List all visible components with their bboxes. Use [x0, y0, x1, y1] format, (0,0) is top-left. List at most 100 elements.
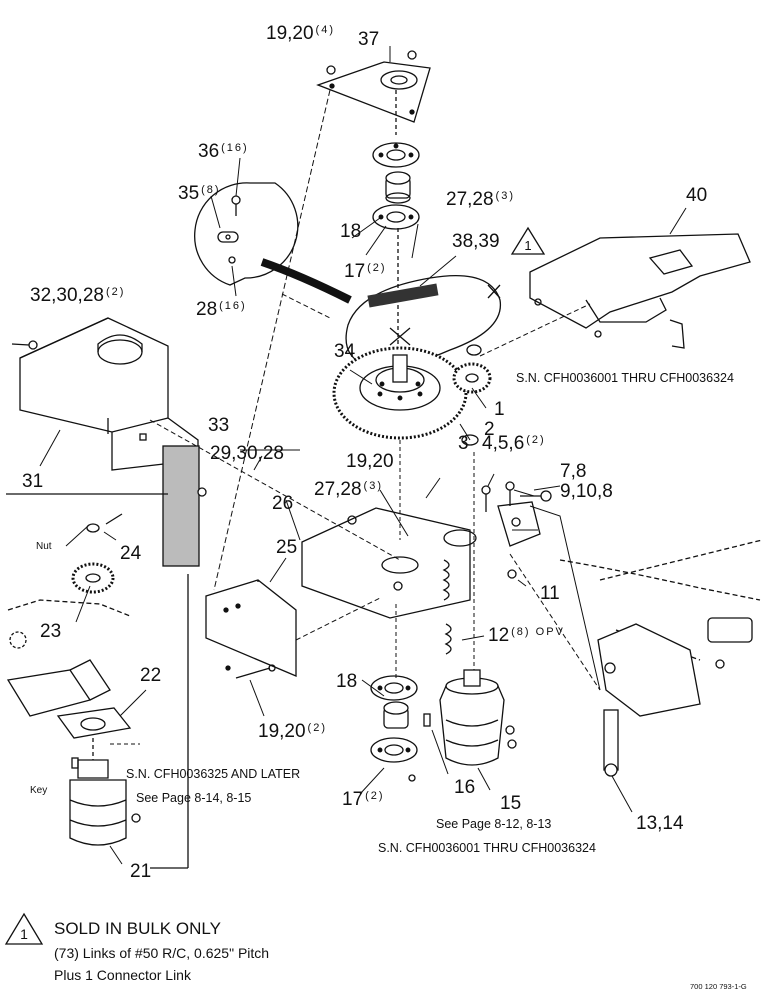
callout-qty: (16) — [219, 300, 247, 312]
callout-label: 19,20 — [346, 451, 394, 472]
callout-36: 36(16) — [198, 142, 249, 161]
part-22-gasket — [56, 707, 132, 739]
callout-16: 16 — [454, 778, 475, 797]
callout-25: 25 — [276, 538, 297, 557]
callout-label: 15 — [500, 793, 522, 814]
callout-qty: (16) — [221, 142, 249, 154]
callout-23: 23 — [40, 622, 61, 641]
sn-note-upper: S.N. CFH0036001 THRU CFH0036324 — [516, 371, 734, 385]
callout-32-30-28: 32,30,28(2) — [30, 286, 125, 305]
callout-label: 21 — [130, 861, 152, 882]
callout-18-lower: 18 — [336, 672, 357, 691]
key-label: Key — [30, 785, 48, 796]
legend-triangle-number: 1 — [20, 926, 28, 942]
callout-label: 7,8 — [560, 461, 587, 482]
callout-label: 11 — [540, 583, 560, 604]
hardware-bolts — [481, 481, 552, 512]
sn-note-later: S.N. CFH0036325 AND LATER — [126, 767, 301, 781]
callout-label: 16 — [454, 777, 476, 798]
callout-qty: (3) — [363, 480, 383, 492]
callout-qty: (3) — [495, 190, 515, 202]
callout-2: 2 — [484, 420, 495, 439]
legend-line-1: (73) Links of #50 R/C, 0.625" Pitch — [54, 945, 270, 961]
callout-label: 35 — [178, 183, 200, 204]
callout-label: 27,28 — [446, 189, 494, 210]
sn-note-lower: S.N. CFH0036001 THRU CFH0036324 — [378, 841, 596, 855]
legend-title: SOLD IN BULK ONLY — [54, 919, 221, 938]
callout-28-qty16: 28(16) — [196, 300, 247, 319]
callout-label: 17 — [344, 261, 366, 282]
callout-label: 33 — [208, 415, 230, 436]
callout-qty: (2) — [105, 286, 126, 298]
part-1-small-sprocket — [452, 344, 492, 394]
part-16-key — [423, 713, 431, 727]
callout-label: 25 — [276, 537, 298, 558]
callout-26: 26 — [272, 494, 293, 513]
callout-label: 3 — [458, 433, 469, 454]
callout-4-5-6: 4,5,6(2) — [482, 434, 546, 453]
callout-label: 24 — [120, 543, 142, 564]
callout-15: 15 — [500, 794, 521, 813]
legend-triangle-icon: 1 — [4, 912, 44, 945]
nut-label: Nut — [36, 541, 52, 552]
part-18-upper-bearing-stack — [372, 142, 420, 230]
callout-27-28-upper: 27,28(3) — [446, 190, 515, 209]
callout-17-lower: 17(2) — [342, 790, 385, 809]
callout-40: 40 — [686, 186, 707, 205]
callout-qty: (2) — [526, 434, 546, 446]
callout-38-39: 38,39 — [452, 232, 500, 251]
part-12-springs — [442, 559, 452, 655]
leader-lines — [39, 46, 687, 865]
callout-3: 3 — [458, 434, 469, 453]
callout-11: 11 — [540, 584, 560, 603]
callout-19-20-qty2: 19,20(2) — [258, 722, 327, 741]
left-frame-fragment — [6, 599, 131, 717]
callout-37: 37 — [358, 30, 379, 49]
callout-label: 37 — [358, 29, 380, 50]
bulk-triangle-number: 1 — [524, 238, 531, 253]
callout-label: 4,5,6 — [482, 433, 525, 454]
callout-1: 1 — [494, 400, 505, 419]
part-31-shield — [11, 317, 199, 471]
see-page-8-14: See Page 8-14, 8-15 — [136, 791, 252, 805]
callout-label: 32,30,28 — [30, 285, 104, 306]
callout-label: 27,28 — [314, 479, 362, 500]
drawing-reference-number: 700 120 793-1-G — [690, 982, 747, 991]
callout-21: 21 — [130, 862, 151, 881]
part-21-motor — [69, 757, 141, 846]
part-33-decal — [162, 445, 200, 567]
callout-qty: (8) OPV — [511, 626, 565, 638]
callout-label: 38,39 — [452, 231, 500, 252]
callout-label: 40 — [686, 185, 708, 206]
callout-label: 19,20 — [258, 721, 306, 742]
part-3-washer — [461, 434, 479, 446]
callout-7-8: 7,8 — [560, 462, 586, 481]
part-25-bracket — [205, 579, 297, 679]
callout-label: 9,10,8 — [560, 481, 613, 502]
callout-label: 29,30,28 — [210, 443, 284, 464]
callout-9-10-8: 9,10,8 — [560, 482, 613, 501]
callout-label: 12 — [488, 625, 510, 646]
callout-17-upper: 17(2) — [344, 262, 387, 281]
callout-qty: (2) — [367, 262, 387, 274]
callout-label: 36 — [198, 141, 220, 162]
callout-13-14: 13,14 — [636, 814, 684, 833]
callout-19-20-mid: 19,20 — [346, 452, 394, 471]
callout-33: 33 — [208, 416, 229, 435]
part-11-clamp — [497, 501, 541, 579]
callout-label: 18 — [340, 221, 362, 242]
callout-label: 23 — [40, 621, 62, 642]
callout-19-20-qty4: 19,20(4) — [266, 24, 335, 43]
part-13-14-bolt — [603, 709, 619, 777]
right-frame-detail — [597, 617, 753, 717]
callout-34: 34 — [334, 342, 355, 361]
callout-24: 24 — [120, 544, 141, 563]
part-40-shield — [529, 233, 751, 349]
callout-label: 1 — [494, 399, 505, 420]
callout-label: 26 — [272, 493, 294, 514]
callout-label: 2 — [484, 419, 495, 440]
callout-18-upper: 18 — [340, 222, 361, 241]
part-37-top-plate — [316, 50, 431, 123]
callout-label: 18 — [336, 671, 358, 692]
